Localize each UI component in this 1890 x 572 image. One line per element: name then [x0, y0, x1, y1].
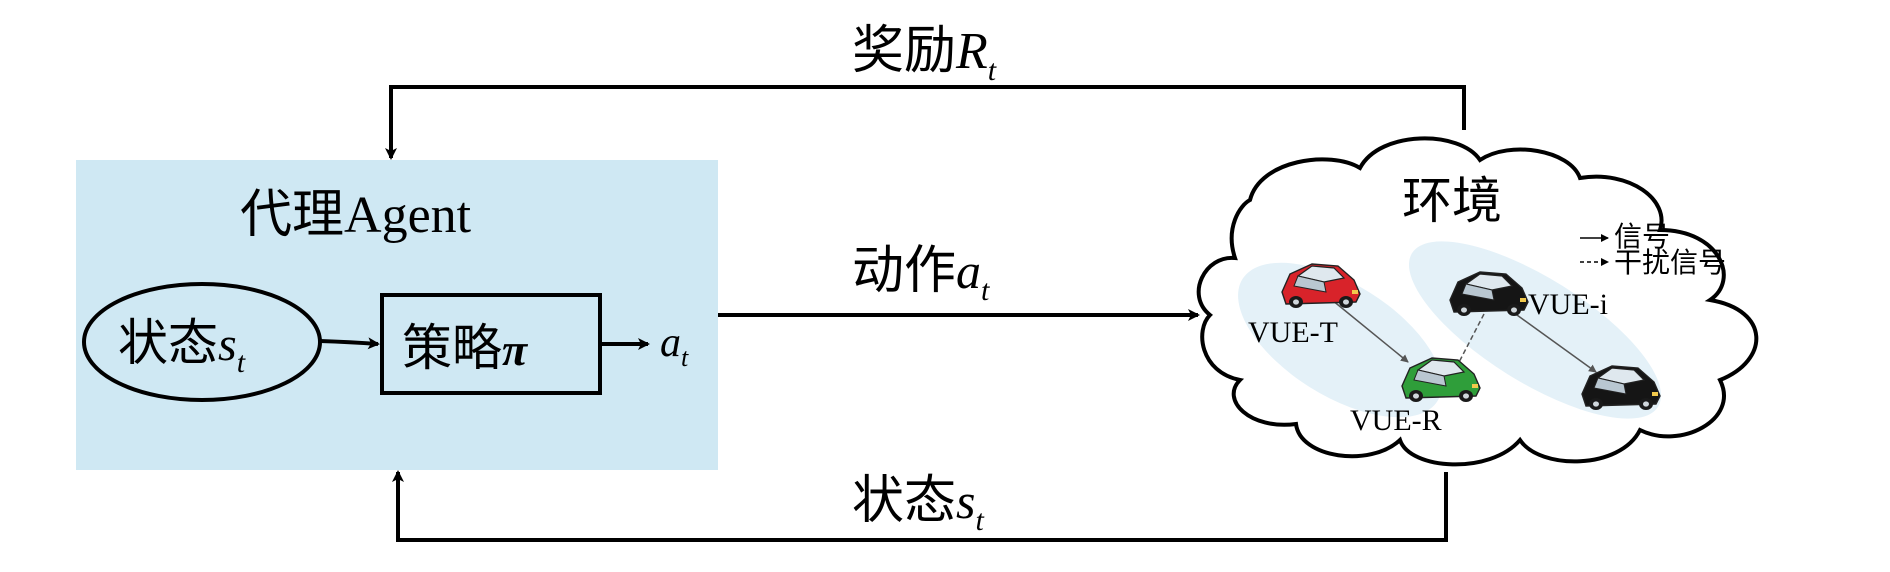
state-label: 状态st	[118, 315, 246, 379]
interference-link-i-rx	[1455, 313, 1485, 369]
state-feedback-label: 状态st	[852, 473, 984, 537]
legend-interference-label: 干扰信号	[1614, 246, 1726, 279]
environment-title: 环境	[1402, 173, 1502, 229]
vehicle-rx-label: VUE-R	[1350, 404, 1442, 437]
reward-arrow	[385, 85, 1466, 160]
vehicle-tx-label: VUE-T	[1248, 316, 1338, 349]
signal-link-tx-rx	[1331, 299, 1409, 363]
reward-label: 奖励Rt	[852, 23, 997, 87]
state-to-policy-arrow	[319, 337, 380, 350]
agent-panel	[76, 160, 718, 470]
legend-signal-label: 信号	[1614, 220, 1670, 253]
agent-action-label: at	[660, 320, 689, 372]
signal-link-i-i	[1509, 309, 1597, 373]
policy-box	[380, 293, 602, 395]
agent-title: 代理Agent	[240, 187, 472, 244]
vehicle-i-label: VUE-i	[1528, 288, 1608, 321]
state-arrow	[392, 470, 1448, 542]
policy-label: 策略π	[402, 320, 529, 376]
action-label: 动作at	[852, 243, 990, 307]
